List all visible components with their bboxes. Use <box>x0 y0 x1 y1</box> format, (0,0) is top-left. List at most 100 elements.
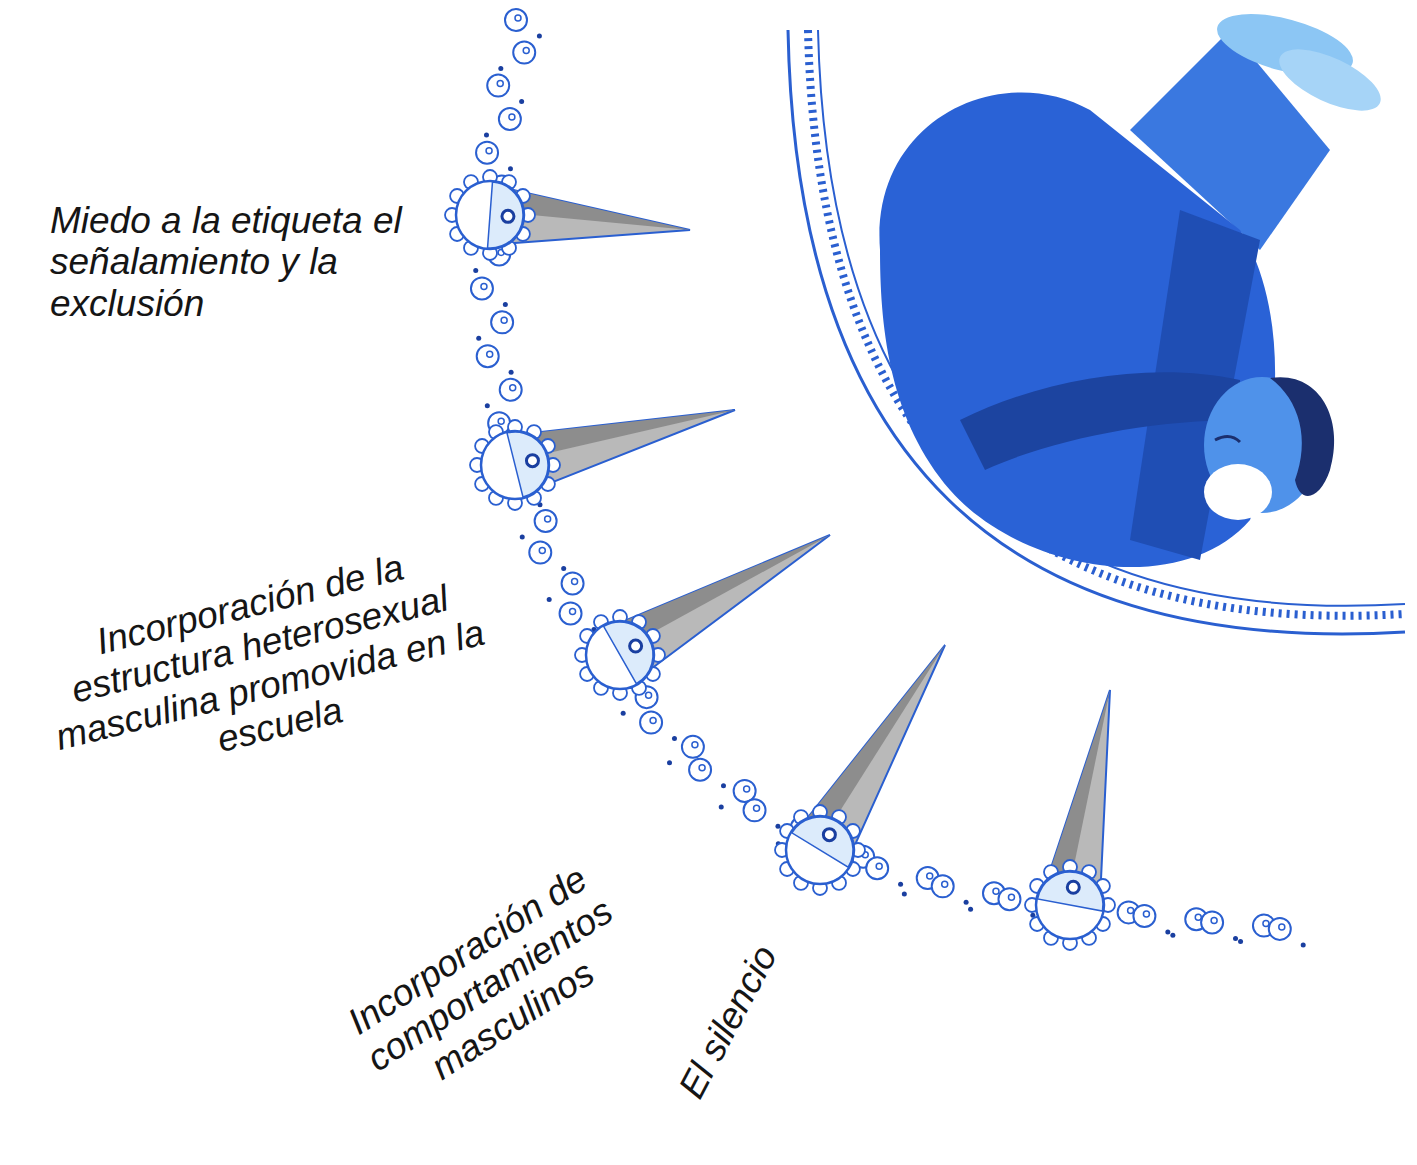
bubble-nucleus <box>1008 894 1014 900</box>
bubble <box>477 345 499 367</box>
bubble <box>998 888 1020 910</box>
cell <box>586 621 654 689</box>
dot <box>476 336 481 341</box>
cell-dotted-half <box>792 817 853 867</box>
figure-arm <box>960 372 1240 470</box>
womb-wall-inner <box>818 30 1405 606</box>
bubble-nucleus <box>744 786 750 792</box>
cell-dotted-half <box>507 432 548 497</box>
bubble <box>491 311 513 333</box>
bubble <box>535 510 557 532</box>
dot <box>1238 939 1243 944</box>
figure-hair <box>1270 377 1334 496</box>
dot <box>484 132 489 137</box>
bubble-nucleus <box>572 578 578 584</box>
bubble <box>560 602 582 624</box>
bubble-nucleus <box>1279 924 1285 930</box>
bubble-chain <box>471 9 1306 947</box>
bubble-nucleus <box>646 692 652 698</box>
dot <box>503 302 508 307</box>
bubble-nucleus <box>1143 911 1149 917</box>
bubble-nucleus <box>993 888 999 894</box>
bubble <box>471 277 493 299</box>
bubble-nucleus <box>650 718 656 724</box>
figure-foot <box>1271 37 1389 123</box>
bubble-nucleus <box>570 608 576 614</box>
annotation-label: El silencio <box>656 911 801 1134</box>
cell-nucleus <box>502 210 514 222</box>
annotation-label: Miedo a la etiqueta el señalamiento y la… <box>50 200 430 324</box>
bubble-nucleus <box>481 283 487 289</box>
bubble-nucleus <box>1195 914 1201 920</box>
dot <box>672 736 677 741</box>
dot <box>721 783 726 788</box>
dot <box>561 566 566 571</box>
bubble-nucleus <box>487 351 493 357</box>
cell <box>481 431 549 499</box>
bubble <box>562 572 584 594</box>
bubble-nucleus <box>539 548 545 554</box>
bubble-nucleus <box>510 385 516 391</box>
figure-beard <box>1204 464 1272 520</box>
dot <box>1165 929 1170 934</box>
bubble <box>1269 918 1291 940</box>
dot <box>1301 942 1306 947</box>
bubble <box>866 857 888 879</box>
dot <box>473 268 478 273</box>
bubble-nucleus <box>1263 921 1269 927</box>
bubble-nucleus <box>876 863 882 869</box>
dot <box>485 403 490 408</box>
bubble-nucleus <box>523 48 529 54</box>
dot <box>1170 933 1175 938</box>
cell-nucleus <box>630 640 642 652</box>
bubble-nucleus <box>515 15 521 21</box>
bubble <box>1133 905 1155 927</box>
womb-wall-outer <box>788 30 1405 634</box>
bubble-nucleus <box>509 114 515 120</box>
dot <box>719 804 724 809</box>
bubble <box>682 736 704 758</box>
cell-dotted-half <box>1038 872 1103 911</box>
dot <box>498 66 503 71</box>
bubble <box>513 42 535 64</box>
bubble <box>476 142 498 164</box>
cell <box>456 181 524 249</box>
bubble <box>689 759 711 781</box>
annotation-label: Incorporación de comportamientos masculi… <box>259 805 721 1165</box>
cell-nucleus <box>823 829 835 841</box>
dot <box>775 824 780 829</box>
dot <box>520 535 525 540</box>
bubble <box>1201 911 1223 933</box>
bubble-nucleus <box>501 317 507 323</box>
bubble-nucleus <box>1211 917 1217 923</box>
sperm-cells <box>445 170 1115 950</box>
bubble-nucleus <box>545 516 551 522</box>
bubble-nucleus <box>1128 907 1134 913</box>
dot <box>964 900 969 905</box>
dot <box>902 892 907 897</box>
dot <box>898 882 903 887</box>
bubble <box>500 379 522 401</box>
cell-dotted-half <box>488 182 523 248</box>
guide-path <box>490 20 1300 930</box>
bubble-nucleus <box>927 873 933 879</box>
bubble-nucleus <box>942 881 948 887</box>
womb-wall-scallop <box>808 30 1405 616</box>
cell-nucleus <box>1067 881 1079 893</box>
bubble <box>505 9 527 31</box>
cell-nucleus <box>526 455 538 467</box>
bubble-nucleus <box>692 742 698 748</box>
curled-figure <box>879 2 1389 567</box>
cell-dotted-half <box>604 622 653 684</box>
cell <box>786 816 854 884</box>
dot <box>968 907 973 912</box>
dot <box>519 99 524 104</box>
bubble <box>744 799 766 821</box>
bubble-nucleus <box>498 418 504 424</box>
bubble-nucleus <box>699 765 705 771</box>
bubble-nucleus <box>754 805 760 811</box>
dot <box>1233 936 1238 941</box>
bubble-nucleus <box>486 148 492 154</box>
cell <box>1036 871 1104 939</box>
